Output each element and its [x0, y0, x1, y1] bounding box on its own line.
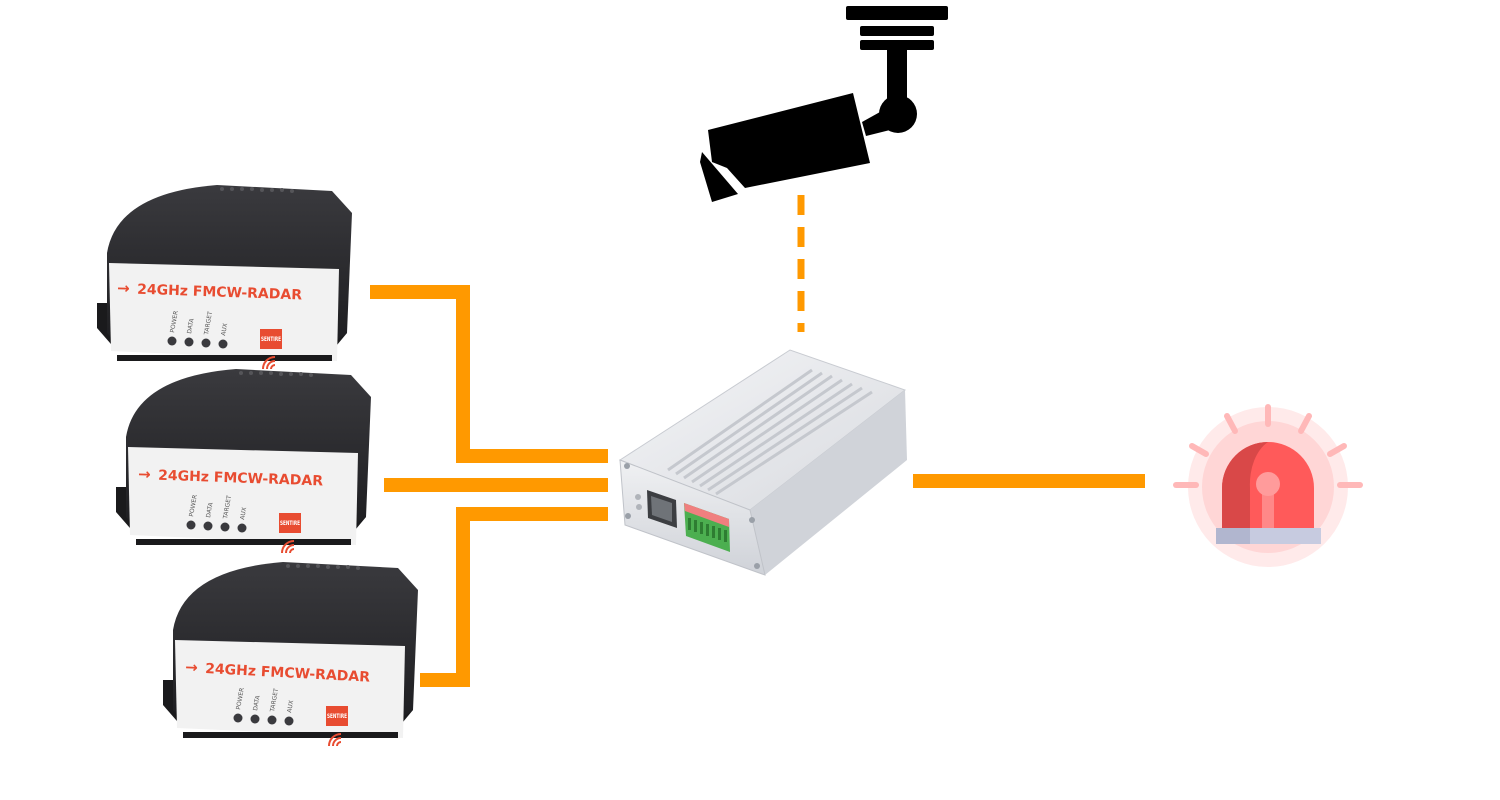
- led-data: [250, 714, 260, 724]
- brand-logo: SENTIRE: [326, 706, 348, 747]
- led-target: [220, 522, 230, 532]
- wireless-icon: [262, 356, 276, 370]
- io-controller-icon: [618, 349, 907, 576]
- security-camera-icon: [700, 6, 948, 202]
- brand-logo: SENTIRE: [260, 329, 282, 370]
- led-data: [203, 521, 213, 531]
- radar-3-connector: [420, 507, 608, 687]
- brand-text: SENTIRE: [280, 520, 300, 527]
- led-label-data: DATA: [186, 317, 196, 334]
- radar-unit-3: → 24GHz FMCW-RADAR POWER DATA TARGET AUX…: [163, 562, 418, 747]
- radar-unit-2: → 24GHz FMCW-RADAR POWER DATA TARGET AUX…: [116, 369, 371, 554]
- arrow-right-icon: →: [185, 658, 199, 677]
- led-label-power: POWER: [188, 494, 199, 517]
- led-aux: [284, 716, 294, 726]
- brand-text: SENTIRE: [261, 336, 281, 343]
- wireless-icon: [328, 733, 342, 747]
- led-power: [186, 520, 196, 530]
- led-aux: [218, 339, 228, 349]
- led-label-target: TARGET: [222, 495, 233, 521]
- led-indicators: POWER DATA TARGET AUX: [233, 687, 295, 726]
- led-data: [184, 337, 194, 347]
- arrow-right-icon: →: [138, 465, 151, 483]
- led-indicators: POWER DATA TARGET AUX: [186, 494, 248, 533]
- arrow-right-icon: →: [117, 279, 130, 297]
- led-label-target: TARGET: [203, 311, 214, 337]
- radar-label: 24GHz FMCW-RADAR: [137, 282, 303, 304]
- brand-logo: SENTIRE: [279, 513, 301, 554]
- led-power: [233, 713, 243, 723]
- led-label-data: DATA: [205, 501, 215, 518]
- led-aux: [237, 523, 247, 533]
- led-indicators: POWER DATA TARGET AUX: [167, 310, 229, 349]
- led-target: [267, 715, 277, 725]
- radar-label: 24GHz FMCW-RADAR: [158, 468, 324, 490]
- led-label-aux: AUX: [239, 507, 248, 521]
- led-label-aux: AUX: [220, 323, 229, 337]
- led-label-aux: AUX: [286, 700, 295, 714]
- brand-text: SENTIRE: [327, 713, 347, 720]
- radar-1-connector: [370, 285, 608, 463]
- connector-lines: [370, 195, 1145, 687]
- led-power: [167, 336, 177, 346]
- alarm-beacon-icon: [1173, 404, 1363, 567]
- led-label-power: POWER: [235, 687, 246, 710]
- led-target: [201, 338, 211, 348]
- wireless-icon: [281, 540, 295, 554]
- led-label-target: TARGET: [269, 688, 280, 714]
- led-label-power: POWER: [169, 310, 180, 333]
- radar-unit-1: → 24GHz FMCW-RADAR POWER DATA TARGET AUX…: [97, 185, 352, 370]
- led-label-data: DATA: [252, 694, 262, 711]
